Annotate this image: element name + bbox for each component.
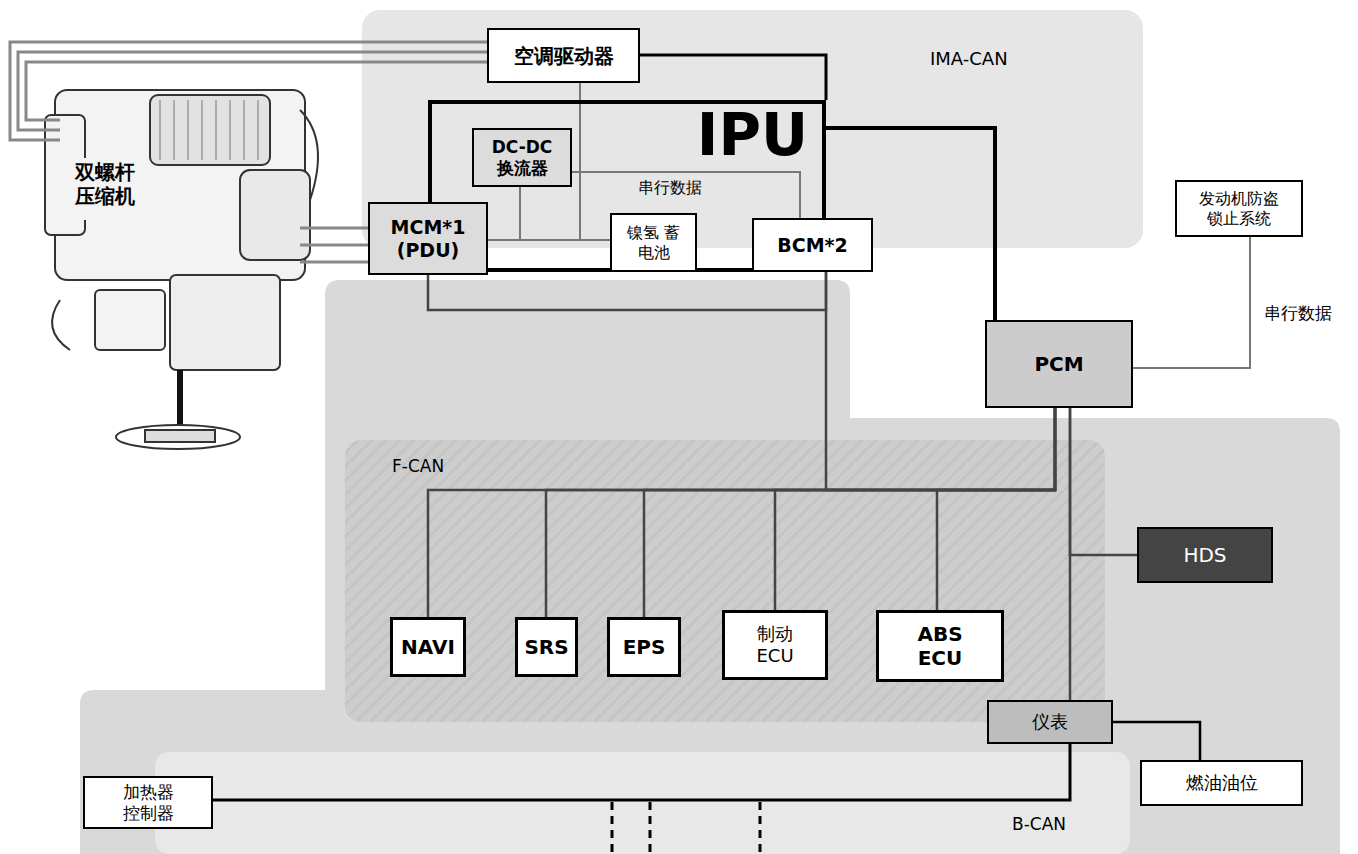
edge-label: 串行数据 [1262,303,1334,323]
bus-wire [1133,237,1250,368]
node-text: PCM [1034,352,1083,376]
compressor-wires [10,42,487,262]
ecu-box: PCM [985,320,1133,408]
node-text: NAVI [401,635,455,659]
ecu-box: SRS [515,617,578,677]
fin-line [174,100,175,160]
ecu-box: NAVI [390,617,466,677]
node-text: 燃油油位 [1186,772,1258,794]
node-text: IPU [697,106,808,164]
b-can-stubs [612,802,760,854]
module-box: BCM*2 [752,218,873,272]
node-text: MCM*1 (PDU) [391,216,466,262]
edge-label: 串行数据 [636,178,704,197]
f-can-region [345,440,1105,722]
bus-wire [428,408,1055,617]
battery-box: 镍氢 蓄电池 [610,213,697,272]
bus-wire [580,83,610,240]
node-text: 发动机防盗 锁止系统 [1194,189,1284,227]
bus-wire [1070,408,1137,555]
module-box: 空调驱动器 [487,28,640,83]
node-text: 制动 ECU [745,623,805,666]
part-name: 双螺杆 压缩机 [70,160,140,208]
module-box: 加热器 控制器 [83,776,213,829]
fin-line [244,100,245,160]
tool-box: HDS [1137,527,1273,583]
bus-wire [520,187,610,240]
ecu-box: 制动 ECU [722,610,828,680]
node-text: ABS ECU [910,622,970,670]
node-text: EPS [623,635,666,659]
fin-line [202,100,203,160]
node-text: 镍氢 蓄电池 [626,223,682,261]
fin-line [188,100,189,160]
b-can-region [155,752,1130,854]
bus-wire [937,408,1055,610]
bus-label: F-CAN [392,456,444,476]
fin-line [258,100,259,160]
ecu-box: EPS [607,617,681,677]
node-text: SRS [524,635,568,659]
bus-label: IMA-CAN [930,48,1008,70]
node-text: HDS [1183,543,1226,567]
meter-box: 仪表 [987,700,1113,744]
fin-line [160,100,161,160]
bus-wire [1069,408,1072,700]
sensor-box: 燃油油位 [1140,760,1303,806]
bus-label: B-CAN [1012,814,1066,834]
fin-line [216,100,217,160]
bus-wire [428,272,826,310]
node-text: BCM*2 [777,234,848,257]
module-box: MCM*1 (PDU) [368,202,488,275]
compressor-illustration [45,90,318,449]
bus-wire [213,744,1070,800]
bus-wire [546,408,1055,617]
module-box: DC-DC 换流器 [472,128,572,187]
bus-wire [775,408,1055,610]
node-text: 加热器 控制器 [118,782,178,823]
bus-wire [640,55,826,100]
ecu-box: ABS ECU [876,610,1004,682]
node-text: 空调驱动器 [514,44,614,68]
node-text: DC-DC 换流器 [482,137,562,178]
bus-wire [644,408,1055,617]
module-box: 发动机防盗 锁止系统 [1175,180,1303,237]
bus-wire [572,172,800,218]
bus-wire [1113,722,1200,760]
fin-line [230,100,231,160]
node-text: 仪表 [1032,711,1068,733]
label-patch [66,158,144,220]
